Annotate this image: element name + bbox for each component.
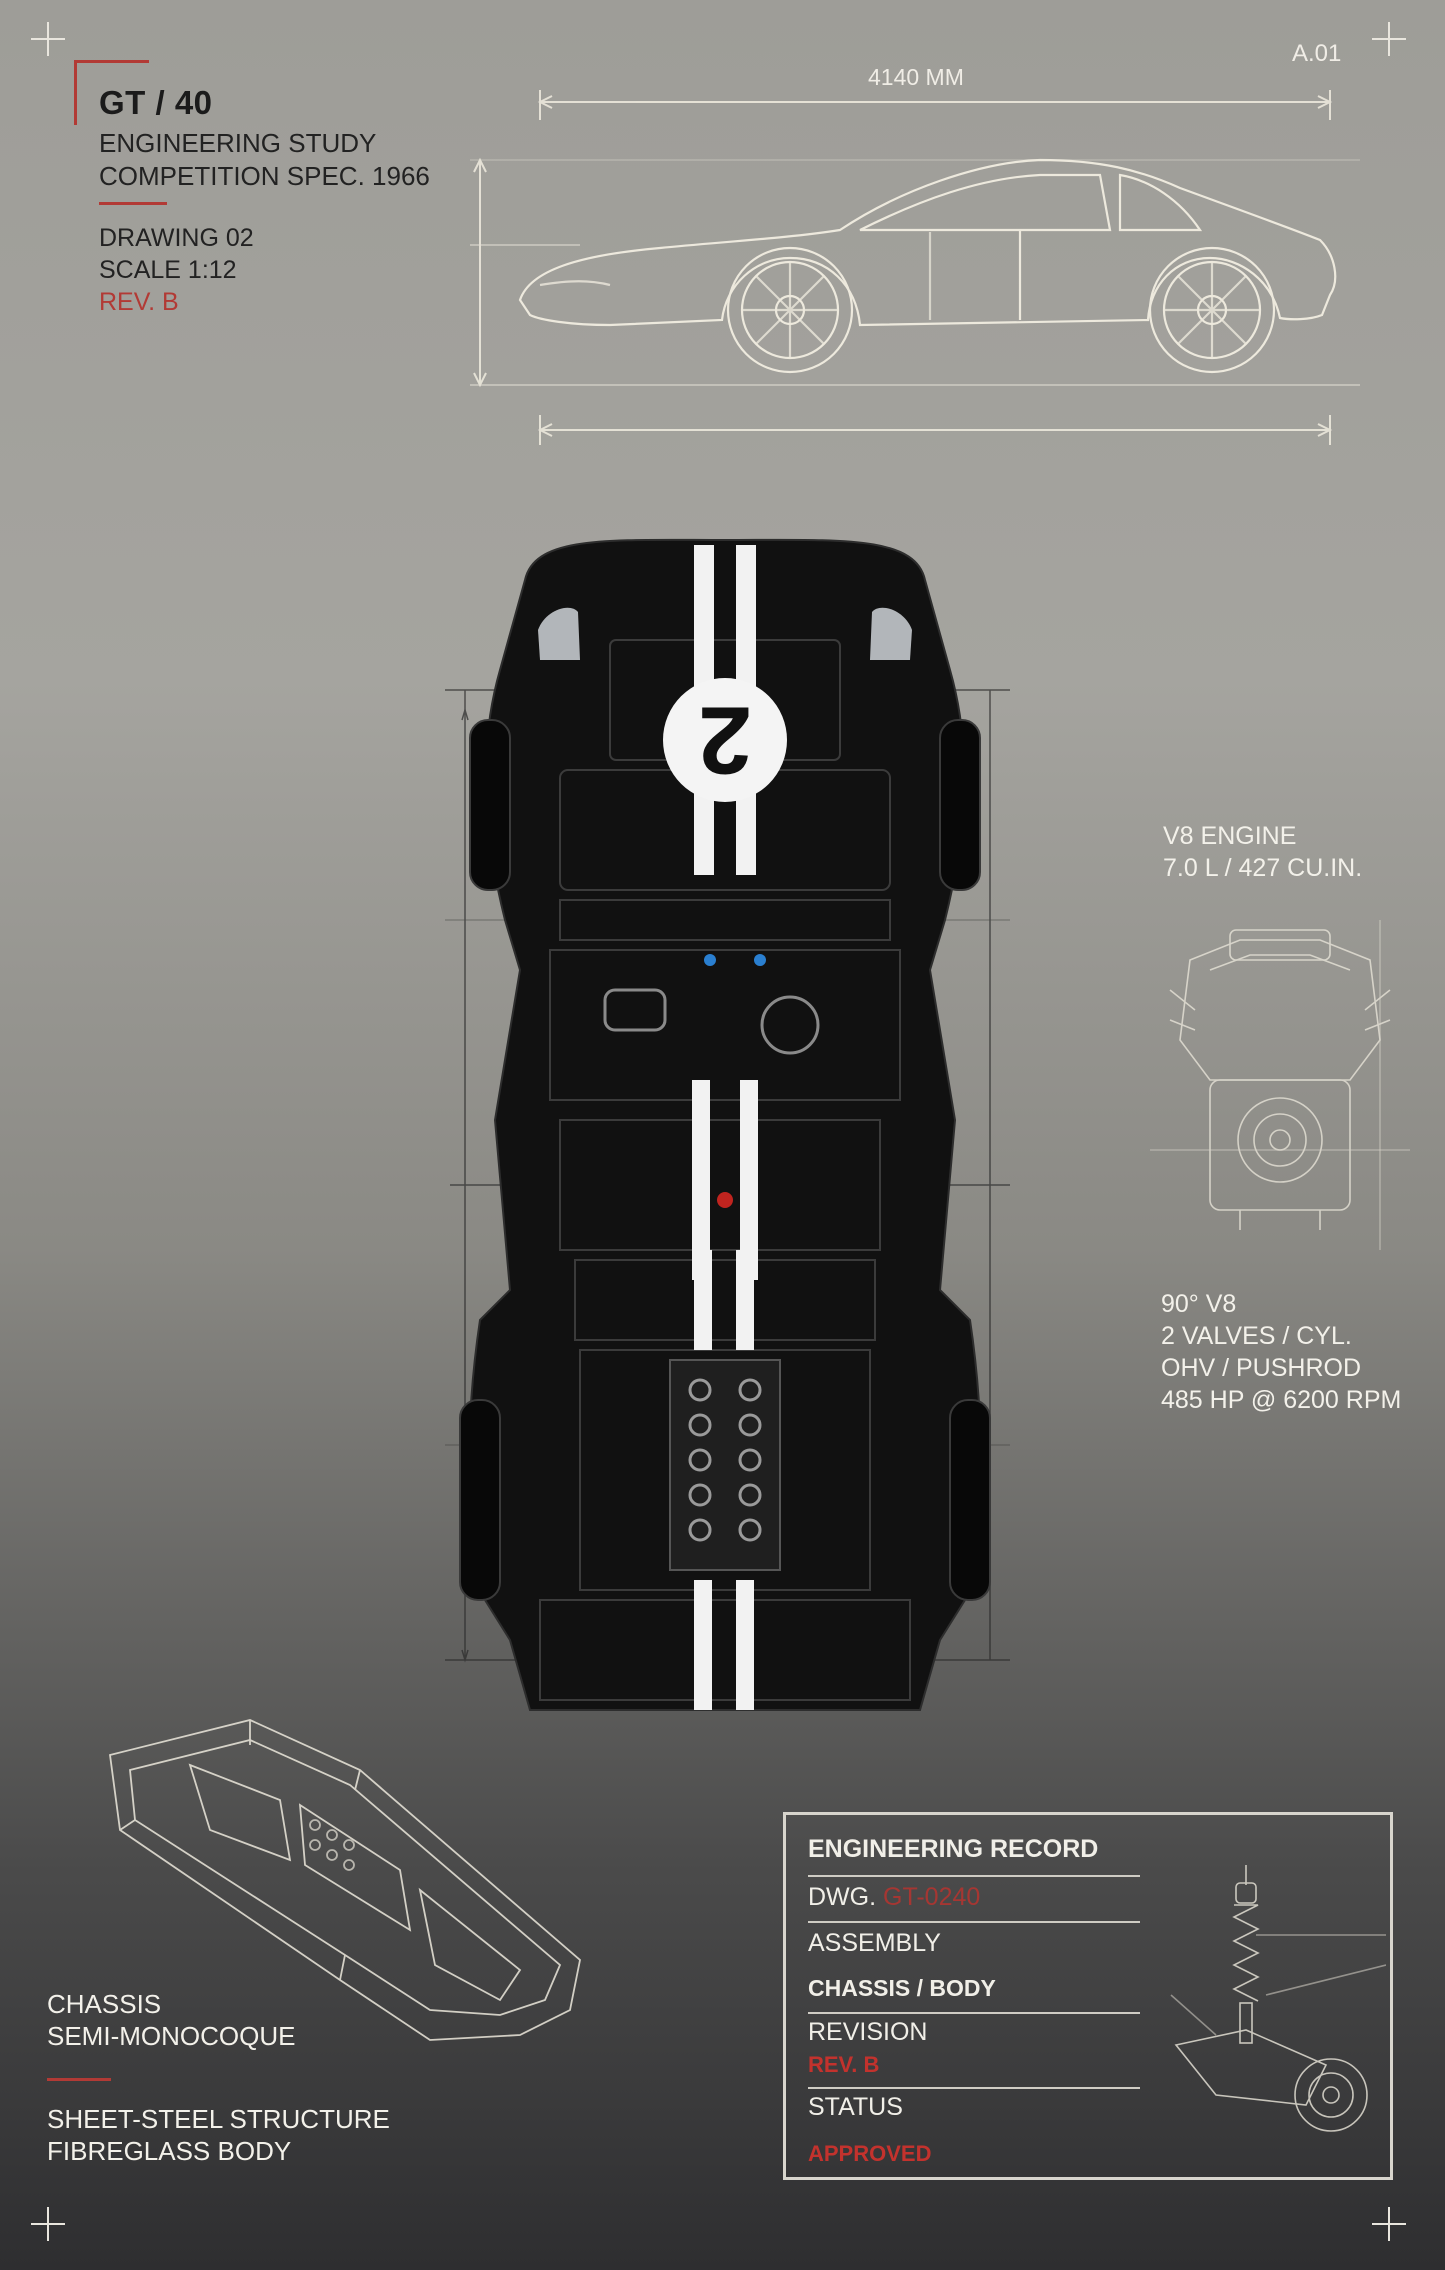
engine-specs: 90° V8 2 VALVES / CYL. OHV / PUSHROD 485…: [1161, 1288, 1401, 1416]
title-divider: [99, 202, 167, 205]
v8-engine-drawing: [1150, 920, 1410, 1250]
record-dwg-code: GT-0240: [883, 1883, 981, 1911]
record-status-label: STATUS: [808, 2093, 903, 2121]
corner-mark-top-right: [1372, 22, 1406, 56]
drawing-subtitle: ENGINEERING STUDY COMPETITION SPEC. 1966: [99, 127, 430, 193]
record-assembly-value: CHASSIS / BODY: [808, 1975, 996, 2001]
suspension-drawing: [1170, 1865, 1386, 2132]
record-divider: [808, 1921, 1140, 1923]
chassis-title-line-1: CHASSIS: [47, 1989, 162, 2019]
record-revision-label: REVISION: [808, 2018, 928, 2046]
engine-spec-valves: 2 VALVES / CYL.: [1161, 1322, 1352, 1350]
sheet-number: A.01: [1292, 40, 1342, 67]
drawing-number: DRAWING 02: [99, 224, 254, 252]
subtitle-line-1: ENGINEERING STUDY: [99, 128, 377, 158]
record-heading: ENGINEERING RECORD: [808, 1835, 1099, 1863]
record-dwg-row: DWG. GT-0240: [808, 1883, 1140, 1912]
overall-length-label: 4140 MM: [868, 64, 964, 90]
engine-heading: V8 ENGINE 7.0 L / 427 CU.IN.: [1163, 820, 1362, 884]
chassis-desc-line-1: SHEET-STEEL STRUCTURE: [47, 2104, 390, 2134]
record-divider: [808, 2087, 1140, 2089]
record-divider: [808, 2012, 1140, 2014]
engine-heading-line-2: 7.0 L / 427 CU.IN.: [1163, 854, 1363, 882]
corner-mark-bottom-right: [1372, 2207, 1406, 2241]
drawing-title: GT / 40: [99, 84, 213, 121]
title-corner-bracket: [74, 60, 149, 125]
drawing-revision: REV. B: [99, 288, 179, 316]
engine-heading-line-1: V8 ENGINE: [1163, 822, 1297, 850]
record-revision-value: REV. B: [808, 2052, 880, 2077]
top-view-car: 2: [445, 538, 1010, 1711]
record-divider: [808, 1875, 1140, 1877]
race-number: 2: [698, 687, 751, 794]
record-assembly-label: ASSEMBLY: [808, 1929, 941, 1957]
engine-spec-layout: 90° V8: [1161, 1290, 1237, 1318]
engine-spec-valvetrain: OHV / PUSHROD: [1161, 1354, 1362, 1382]
chassis-divider: [47, 2078, 111, 2081]
corner-mark-bottom-left: [31, 2207, 65, 2241]
chassis-description: SHEET-STEEL STRUCTURE FIBREGLASS BODY: [47, 2103, 390, 2167]
chassis-drawing: [109, 1719, 581, 2041]
engineering-record-box: ENGINEERING RECORD DWG. GT-0240 ASSEMBLY…: [783, 1812, 1393, 2180]
side-elevation-drawing: [470, 90, 1360, 445]
drawing-scale: SCALE 1:12: [99, 256, 237, 284]
car-body: [468, 538, 982, 1711]
engine-spec-power: 485 HP @ 6200 RPM: [1161, 1386, 1402, 1414]
record-status-value: APPROVED: [808, 2141, 932, 2166]
subtitle-line-2: COMPETITION SPEC. 1966: [99, 161, 430, 191]
chassis-title-line-2: SEMI-MONOCOQUE: [47, 2021, 296, 2051]
record-dwg-label: DWG.: [808, 1883, 877, 1911]
chassis-title: CHASSIS SEMI-MONOCOQUE: [47, 1988, 295, 2052]
drawing-info: DRAWING 02 SCALE 1:12 REV. B: [99, 222, 254, 318]
race-number-roundel: [663, 678, 787, 802]
corner-mark-top-left: [31, 22, 65, 56]
chassis-desc-line-2: FIBREGLASS BODY: [47, 2136, 292, 2166]
